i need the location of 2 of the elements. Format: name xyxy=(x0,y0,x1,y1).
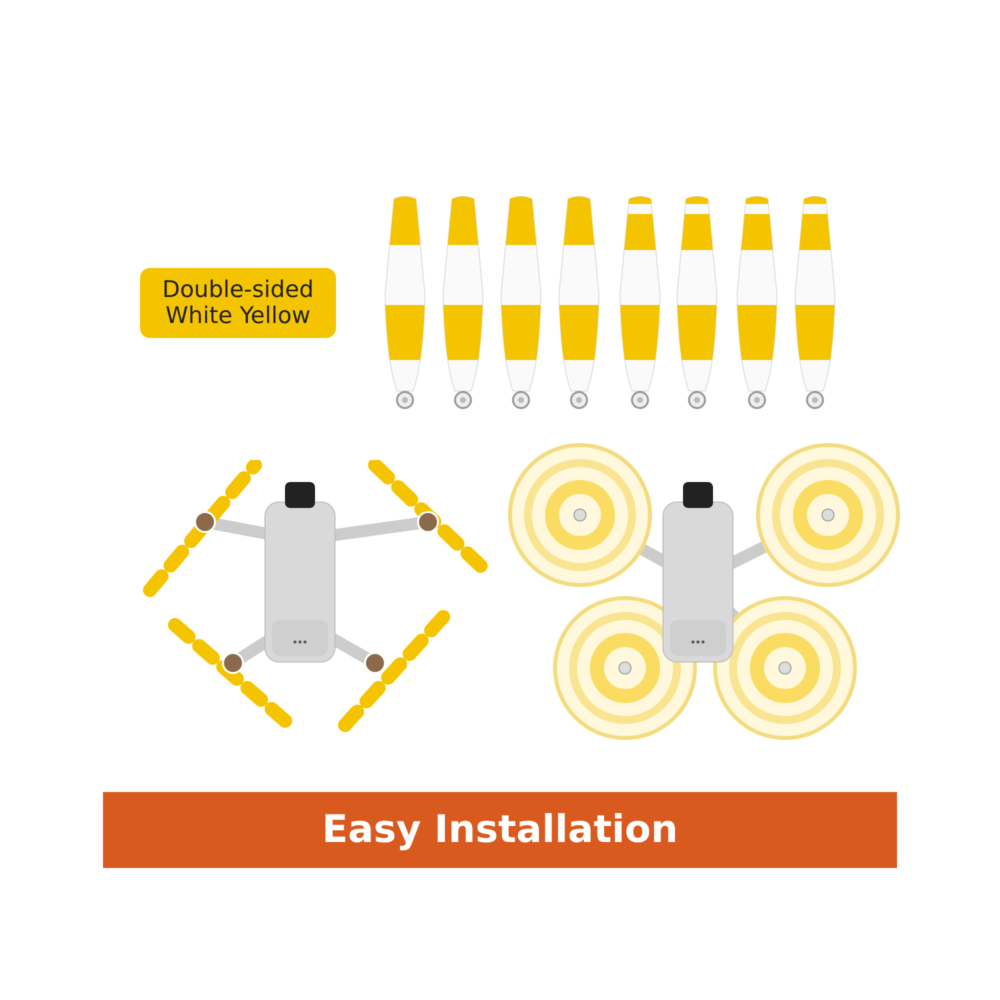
title-banner: Easy Installation xyxy=(103,792,897,868)
label-tag: Double-sided White Yellow xyxy=(140,268,336,338)
